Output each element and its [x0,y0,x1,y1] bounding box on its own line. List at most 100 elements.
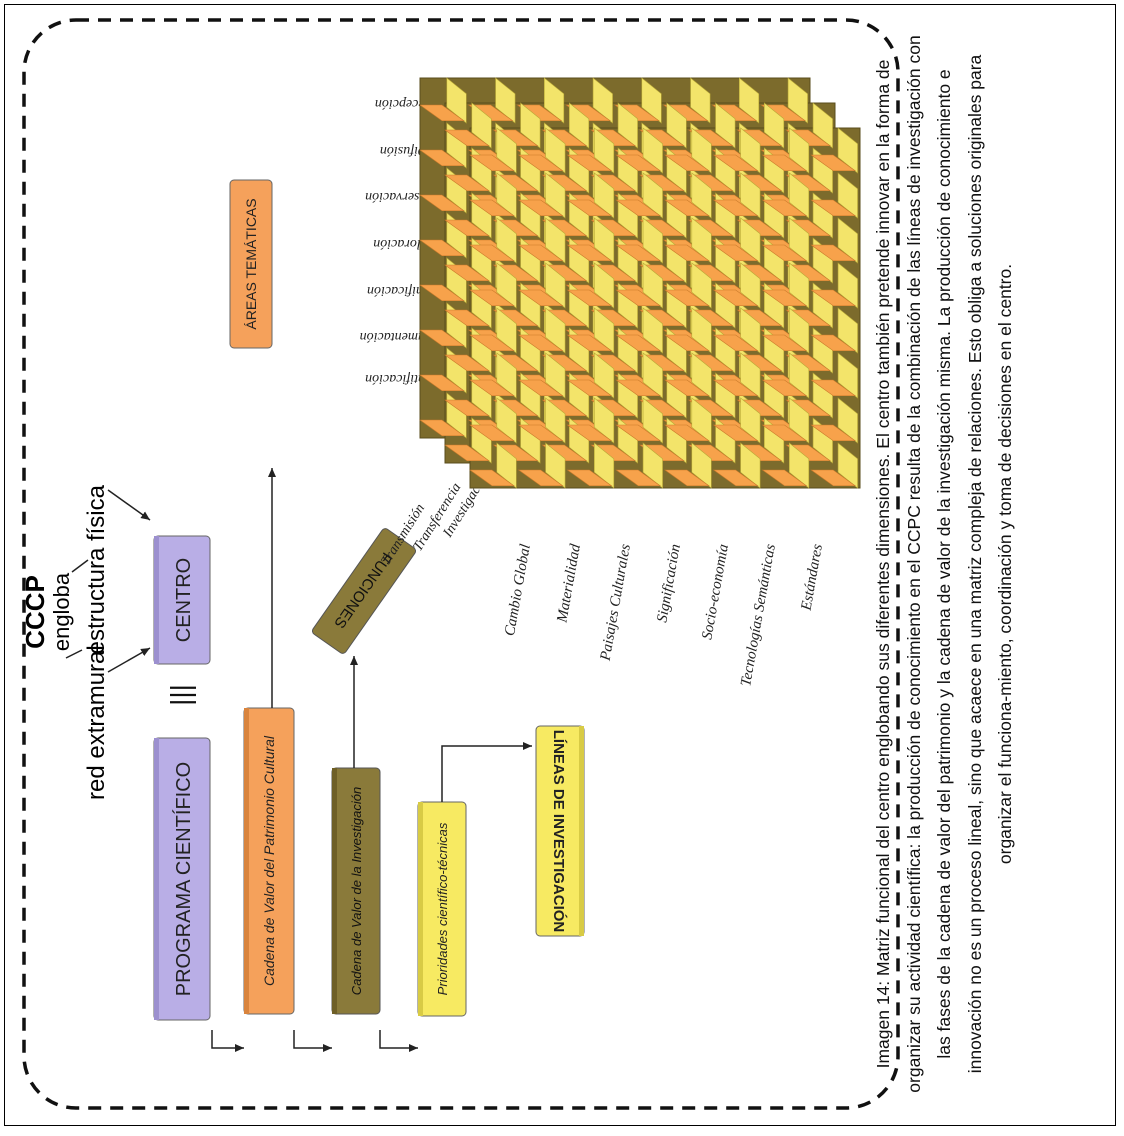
arrow-to-centro-left [107,647,151,673]
cube-cell-orange [566,244,613,262]
programa-cientifico-label: PROGRAMA CIENTÍFICO [172,762,195,996]
cube-cell-orange [664,469,710,487]
cadena-patrimonio-label: Cadena de Valor del Patrimonio Cultural [261,735,277,986]
cube-cell-yellow [837,352,858,399]
cube-cell-yellow [471,102,492,149]
cube-cell-yellow [594,442,615,489]
cube-cell-yellow [641,77,662,124]
cube-cell-orange [615,244,662,262]
cube-cell-orange [810,289,857,307]
cube-cell-yellow [789,307,810,354]
cube-cell-orange [444,129,490,147]
cube-cell-yellow [740,262,761,309]
cube-cell-orange [615,334,662,352]
cube-cell-yellow [594,307,615,354]
cube-cell-yellow [740,127,761,174]
cube-cell-orange [761,154,808,172]
cube-cell-yellow [740,307,761,354]
cube-cell-orange [664,424,710,442]
cube-cell-orange [712,334,759,352]
cube-cell-orange [810,379,857,397]
cube-cell-yellow [642,442,663,489]
cube-cell-orange [810,469,857,487]
cube-cell-yellow [691,307,712,354]
cube-cell-yellow [789,127,810,174]
linea-item: Materialidad [554,542,584,624]
cube-cell-yellow [837,262,858,309]
cube-cell-yellow [496,352,517,399]
cube-cell-orange [469,244,515,262]
cube-cell-yellow [496,262,517,309]
cube-cell-orange [444,219,490,237]
cube-cell-orange [761,199,808,217]
cube-cell-orange [444,264,490,282]
cube-cell-orange [419,284,465,302]
cube-cell-orange [566,424,613,442]
cube-cell-orange [615,424,662,442]
cube-cell-yellow [545,262,566,309]
cube-cell-orange [517,379,564,397]
cube-cell-orange [712,154,759,172]
linea-item: Cambio Global [502,543,534,637]
cube-cell-yellow [545,442,566,489]
cube-cell-yellow [789,397,810,444]
cube-cell-orange [664,289,710,307]
cube-cell-orange [469,154,515,172]
caption-text: Imagen 14: Matriz funcional del centro e… [873,35,1015,1093]
cube-cell-yellow [569,102,590,149]
cube-cell-yellow [789,217,810,264]
areas-tematicas-box: ÁREAS TEMÁTICAS [229,179,273,349]
linea-item: Socio-economía [699,543,732,641]
engloba-label: engloba [49,572,74,651]
cube-cell-yellow [594,397,615,444]
cube-cell-orange [517,469,564,487]
cube-cell-orange [810,424,857,442]
figure-caption: Imagen 14: Matriz funcional del centro e… [864,24,1104,1104]
cube-cell-yellow [545,352,566,399]
area-item: Recepción [375,96,434,111]
cube-cell-yellow [495,77,516,124]
cube-cell-yellow [642,127,663,174]
cube-cell-yellow [764,102,785,149]
cube-cell-orange [517,154,564,172]
cube-cell-yellow [594,352,615,399]
cube-cell-orange [444,399,490,417]
cube-cell-orange [761,334,808,352]
cube-cell-orange [419,149,465,167]
cube-cell-orange [517,199,564,217]
cube-cell-yellow [642,262,663,309]
area-item: Difusión [380,143,429,158]
cube-cell-yellow [496,397,517,444]
centro-label: CENTRO [173,558,195,642]
cube-cell-orange [664,379,710,397]
cube-cell-yellow [787,77,808,124]
linea-item: Significación [654,543,684,624]
cube-cell-orange [444,174,490,192]
cube-cell-yellow [642,172,663,219]
cube-cell-yellow [642,397,663,444]
cube-cell-orange [444,444,490,462]
arrow-engloba-left [65,649,83,659]
arrow-programa-to-patrimonio [211,1030,244,1052]
cube-cell-orange [761,244,808,262]
cube-cell-orange [469,199,515,217]
centro-box: CENTRO [153,535,211,665]
cube-cell-orange [761,379,808,397]
cube-cell-yellow [545,397,566,444]
cube-cell-orange [761,289,808,307]
cube-cell-yellow [594,172,615,219]
cube-cell-yellow [789,172,810,219]
cube-cell-orange [761,469,808,487]
dashed-boundary [22,18,900,1110]
cube-cell-yellow [691,262,712,309]
cube-cell-yellow [496,217,517,264]
cube-cell-orange [566,154,613,172]
cube-cell-orange [566,334,613,352]
cube-cell-yellow [837,397,858,444]
cube-cell-yellow [594,262,615,309]
cube-cell-yellow [837,442,858,489]
cube-cell-yellow [837,172,858,219]
arrow-prioridades-to-lineas [441,742,532,802]
cube-cell-yellow [545,217,566,264]
